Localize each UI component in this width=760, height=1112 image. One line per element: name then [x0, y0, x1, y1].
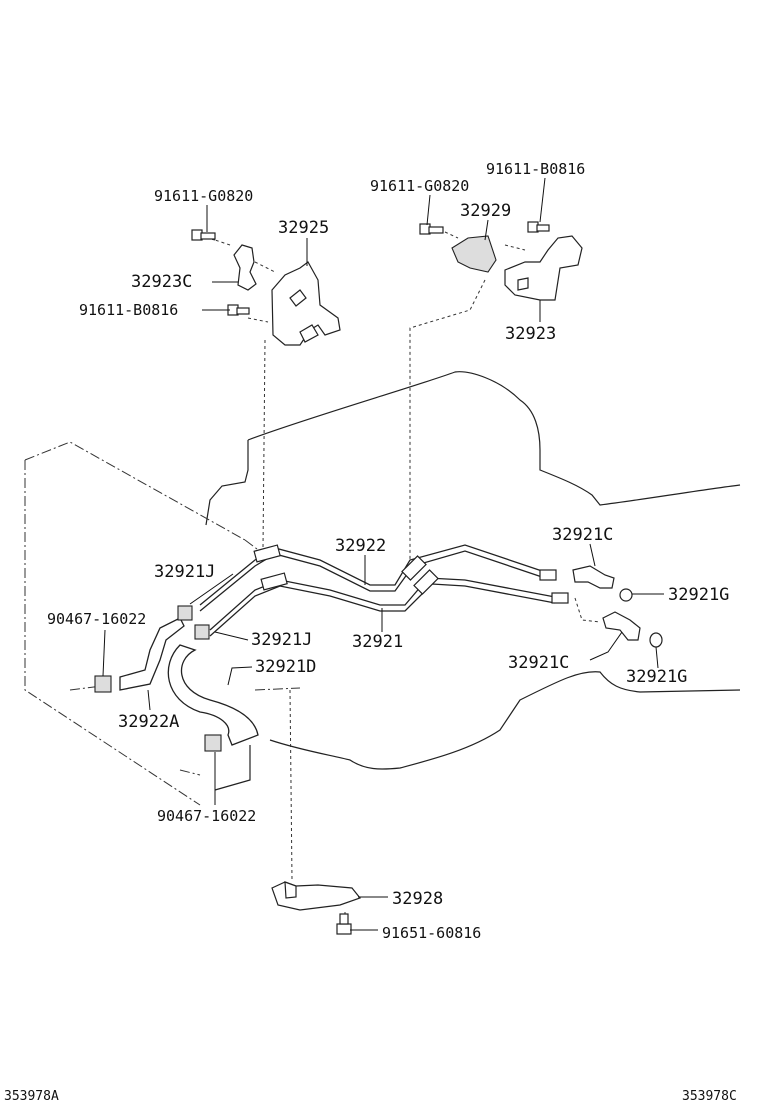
label-91651-60816: 91651-60816 [382, 924, 481, 942]
pipe-sleeves [253, 544, 569, 604]
label-90467-16022-bottom: 90467-16022 [157, 807, 256, 825]
label-32921J-top: 32921J [154, 562, 215, 582]
leader-lines [102, 177, 664, 931]
transmission-outline [205, 371, 741, 791]
fitting-32921C-bottom [602, 611, 641, 641]
label-32921G-bottom: 32921G [626, 667, 687, 687]
label-32921G-top: 32921G [668, 585, 729, 605]
bracket-32923C [233, 244, 257, 291]
bolt-91611-B0816-right [527, 221, 550, 233]
bolt-91611-G0820-left [191, 229, 216, 241]
label-91611-B0816-right: 91611-B0816 [486, 160, 585, 178]
label-32921C-top: 32921C [552, 525, 613, 545]
hose-32922A [119, 617, 185, 691]
bracket-32925 [271, 261, 341, 346]
bolt-91611-G0820-right [419, 223, 444, 235]
label-32921J-mid: 32921J [251, 630, 312, 650]
bolt-91611-B0816-left [227, 304, 250, 316]
label-32922A: 32922A [118, 712, 179, 732]
label-32921C-bottom: 32921C [508, 653, 569, 673]
label-90467-16022-top: 90467-16022 [47, 610, 146, 628]
label-32923: 32923 [505, 324, 556, 344]
hose-32921D [167, 644, 259, 746]
footer: 353978A 353978C [4, 1089, 737, 1104]
label-32928: 32928 [392, 889, 443, 909]
bolt-91651-60816 [336, 913, 352, 935]
label-91611-G0820-left: 91611-G0820 [154, 187, 253, 205]
label-91611-B0816-left: 91611-B0816 [79, 301, 178, 319]
label-32921D: 32921D [255, 657, 316, 677]
footer-code-right: 353978C [682, 1089, 737, 1104]
label-32922: 32922 [335, 536, 386, 556]
hose-clamps [94, 605, 222, 752]
label-91611-G0820-right: 91611-G0820 [370, 177, 469, 195]
label-32929: 32929 [460, 201, 511, 221]
part-labels: 91611-G0820 32925 32923C 91611-B0816 916… [47, 160, 729, 942]
label-32925: 32925 [278, 218, 329, 238]
label-32923C: 32923C [131, 272, 192, 292]
label-32921: 32921 [352, 632, 403, 652]
bracket-32923 [504, 235, 583, 301]
footer-code-left: 353978A [4, 1089, 59, 1104]
fitting-32921C-top [572, 565, 615, 589]
gasket-32921G [619, 588, 663, 648]
clamp-32929 [451, 235, 497, 273]
bracket-32928 [271, 881, 361, 911]
